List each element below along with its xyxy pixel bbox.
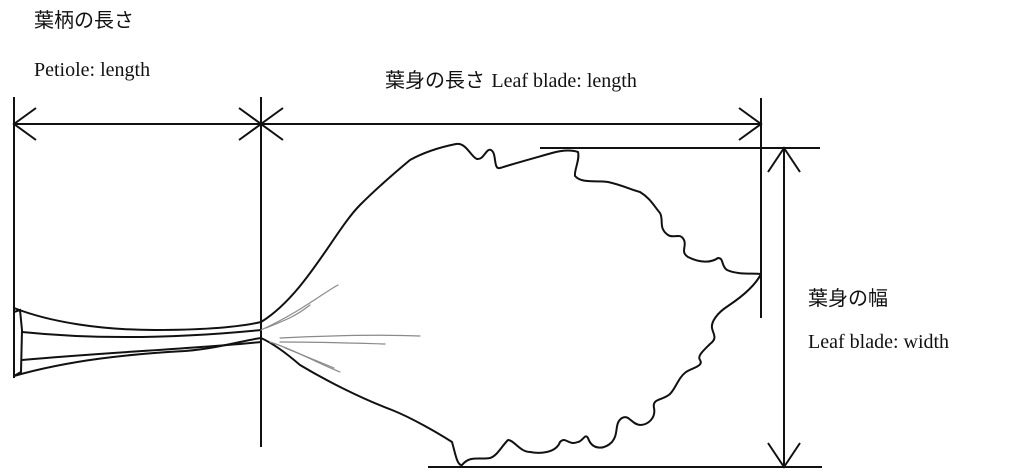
blade-width-arrow bbox=[767, 146, 801, 469]
leaf-blade-outline bbox=[260, 142, 762, 466]
petiole-length-label-ja: 葉柄の長さ bbox=[34, 8, 134, 32]
petiole-length-label-en: Petiole: length bbox=[34, 59, 151, 81]
blade-length-label-ja: 葉身の長さ bbox=[385, 68, 485, 92]
petiole bbox=[13, 307, 262, 377]
blade-length-arrow bbox=[259, 107, 763, 141]
midrib-veins bbox=[260, 284, 421, 373]
blade-width-label-ja: 葉身の幅 bbox=[808, 286, 888, 310]
blade-length-label: 葉身の長さ Leaf blade: length bbox=[385, 68, 637, 93]
blade-width-label-en: Leaf blade: width bbox=[808, 331, 950, 353]
blade-length-label-en: Leaf blade: length bbox=[491, 70, 637, 92]
petiole-length-arrow bbox=[12, 107, 263, 141]
